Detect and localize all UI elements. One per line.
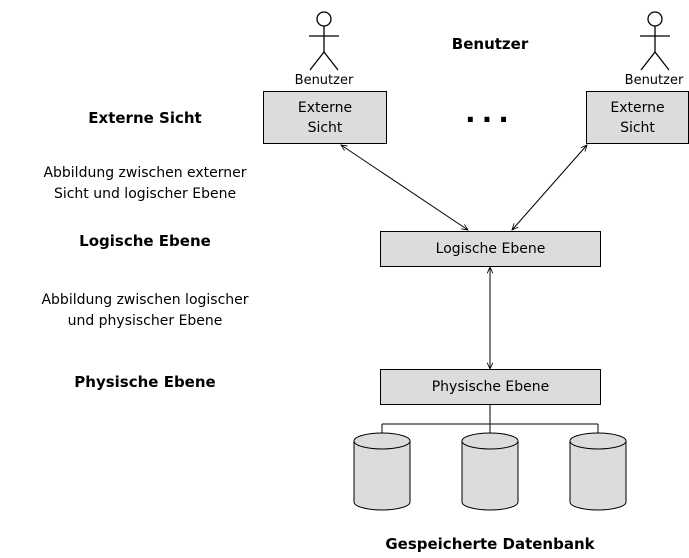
physical-level-box: Physische Ebene bbox=[380, 369, 601, 405]
mapping-line: Sicht und logischer Ebene bbox=[53, 186, 237, 202]
ellipsis: ... bbox=[465, 96, 515, 129]
mapping-line: und physischer Ebene bbox=[67, 313, 223, 329]
arrow-ext-left-logical bbox=[341, 145, 468, 230]
database-cylinder-icon bbox=[461, 432, 519, 511]
user-left-label: Benutzer bbox=[294, 73, 354, 88]
user-right-icon bbox=[640, 11, 670, 71]
box-line: Sicht bbox=[620, 119, 655, 136]
arrow-ext-right-logical bbox=[512, 145, 587, 230]
side-label-external: Externe Sicht bbox=[88, 109, 202, 127]
box-line: Externe bbox=[610, 99, 665, 116]
logical-level-box: Logische Ebene bbox=[380, 231, 601, 267]
mapping-line: Abbildung zwischen logischer bbox=[41, 292, 249, 308]
user-right-label: Benutzer bbox=[624, 73, 684, 88]
mapping-line: Abbildung zwischen externer bbox=[43, 165, 247, 181]
storage-label: Gespeicherte Datenbank bbox=[385, 535, 595, 553]
box-line: Sicht bbox=[307, 119, 343, 136]
side-label-mapping-ext-log: Abbildung zwischen externer Sicht und lo… bbox=[10, 163, 280, 205]
user-left-icon bbox=[309, 11, 339, 71]
side-label-logical: Logische Ebene bbox=[79, 232, 211, 250]
database-cylinder-icon bbox=[353, 432, 411, 511]
database-cylinder-icon bbox=[569, 432, 627, 511]
side-label-mapping-log-phys: Abbildung zwischen logischer und physisc… bbox=[10, 290, 280, 332]
box-line: Externe bbox=[297, 99, 353, 116]
users-heading: Benutzer bbox=[451, 35, 529, 53]
side-label-physical: Physische Ebene bbox=[74, 373, 216, 391]
storage-connector bbox=[381, 405, 599, 434]
